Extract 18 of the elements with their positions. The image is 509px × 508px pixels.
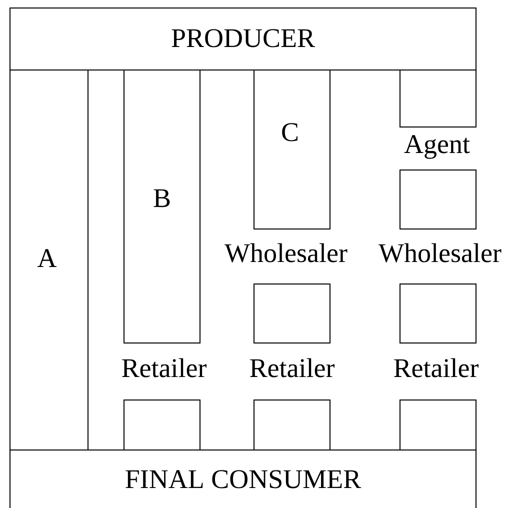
channel-box: PRODUCER xyxy=(10,8,476,70)
empty-box xyxy=(400,284,476,344)
empty-box xyxy=(400,70,476,128)
channel-box: A xyxy=(10,70,88,450)
empty-box xyxy=(254,284,330,344)
role-label: Retailer xyxy=(394,358,479,378)
empty-box xyxy=(124,400,200,450)
empty-box xyxy=(400,400,476,450)
empty-box xyxy=(400,170,476,230)
role-label: Agent xyxy=(404,135,470,159)
channel-box: FINAL CONSUMER xyxy=(10,450,476,508)
role-label: Wholesaler xyxy=(378,243,502,262)
channel-box: B xyxy=(124,70,200,344)
role-label: Retailer xyxy=(250,358,335,378)
empty-box xyxy=(254,400,330,450)
channel-box: C xyxy=(254,70,330,230)
role-label: Wholesaler xyxy=(224,243,348,262)
role-label: Retailer xyxy=(122,358,207,378)
